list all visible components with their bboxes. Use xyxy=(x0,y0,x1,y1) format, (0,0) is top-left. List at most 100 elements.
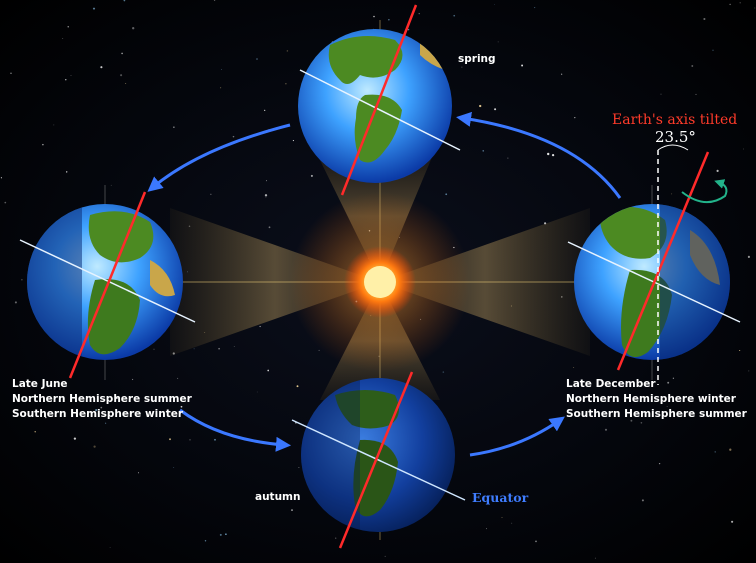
star-dot xyxy=(123,0,126,2)
axis-tilt-degrees: 23.5° xyxy=(655,128,696,146)
star-dot xyxy=(298,466,300,468)
star-dot xyxy=(137,472,140,474)
star-dot xyxy=(703,17,706,21)
star-dot xyxy=(219,533,222,536)
orbit-arrow-icon xyxy=(147,123,291,192)
star-dot xyxy=(535,540,537,543)
star-dot xyxy=(511,522,513,524)
star-dot xyxy=(93,445,96,448)
star-dot xyxy=(189,439,191,441)
star-dot xyxy=(110,184,112,186)
star-dot xyxy=(125,83,127,85)
star-dot xyxy=(21,279,23,281)
star-dot xyxy=(296,385,299,388)
star-dot xyxy=(671,193,673,195)
star-dot xyxy=(310,174,313,177)
star-dot xyxy=(388,19,390,21)
star-dot xyxy=(267,369,270,372)
star-dot xyxy=(501,517,503,518)
star-dot xyxy=(551,153,555,157)
equator-label: Equator xyxy=(472,490,529,505)
star-dot xyxy=(453,14,456,17)
rotation-arrow-icon xyxy=(681,179,728,203)
star-dot xyxy=(461,66,463,68)
star-dot xyxy=(658,462,661,465)
earth-june-icon xyxy=(19,191,196,379)
december-caption: Late December Northern Hemisphere winter… xyxy=(566,377,747,422)
december-caption-line-1: Late December xyxy=(566,378,656,390)
spring-label: spring xyxy=(458,53,496,65)
star-dot xyxy=(445,193,448,196)
star-dot xyxy=(534,7,536,9)
star-dot xyxy=(115,397,118,400)
star-dot xyxy=(739,349,741,352)
star-dot xyxy=(220,87,222,89)
star-dot xyxy=(175,416,177,418)
orbit-arrow-icon xyxy=(179,408,291,452)
star-dot xyxy=(65,79,67,81)
star-dot xyxy=(259,325,261,328)
december-caption-line-2: Northern Hemisphere winter xyxy=(566,393,736,405)
star-dot xyxy=(265,196,267,198)
star-dot xyxy=(285,83,287,85)
star-dot xyxy=(256,391,258,393)
star-dot xyxy=(672,377,675,379)
star-dot xyxy=(104,422,107,424)
star-dot xyxy=(335,537,337,539)
star-dot xyxy=(120,74,123,77)
star-dot xyxy=(213,0,216,1)
star-dot xyxy=(109,547,111,548)
star-dot xyxy=(210,193,212,195)
star-dot xyxy=(712,49,714,51)
june-caption-line-2: Northern Hemisphere summer xyxy=(12,393,192,405)
star-dot xyxy=(743,148,744,150)
orbit-arrow-icon xyxy=(456,111,622,199)
star-dot xyxy=(547,152,550,156)
star-dot xyxy=(169,438,171,441)
star-dot xyxy=(754,7,756,9)
star-dot xyxy=(716,169,719,172)
star-dot xyxy=(482,150,484,152)
star-dot xyxy=(407,28,410,31)
star-dot xyxy=(225,533,227,536)
star-dot xyxy=(132,378,134,381)
star-dot xyxy=(66,171,68,173)
star-dot xyxy=(256,58,258,60)
december-caption-line-3: Southern Hemisphere summer xyxy=(566,408,747,420)
star-dot xyxy=(218,347,220,350)
star-dot xyxy=(266,180,268,182)
star-dot xyxy=(641,499,644,502)
star-dot xyxy=(494,108,497,111)
star-dot xyxy=(691,65,694,67)
star-dot xyxy=(747,255,750,258)
star-dot xyxy=(573,367,575,368)
star-dot xyxy=(0,177,2,179)
star-dot xyxy=(739,2,741,4)
star-dot xyxy=(695,93,697,95)
star-dot xyxy=(173,126,175,128)
star-dot xyxy=(10,72,12,74)
star-dot xyxy=(479,104,482,108)
star-dot xyxy=(521,64,524,67)
star-dot xyxy=(748,370,750,372)
star-dot xyxy=(667,381,670,384)
star-dot xyxy=(4,201,7,204)
star-dot xyxy=(92,7,96,10)
star-dot xyxy=(67,26,69,28)
june-caption-line-1: Late June xyxy=(12,378,68,390)
star-dot xyxy=(507,157,509,159)
star-dot xyxy=(291,509,293,512)
star-dot xyxy=(666,406,668,407)
star-dot xyxy=(204,540,207,542)
june-caption-line-3: Southern Hemisphere winter xyxy=(12,408,184,420)
star-dot xyxy=(173,467,175,469)
star-dot xyxy=(729,448,732,451)
sun-icon xyxy=(290,192,470,372)
autumn-label: autumn xyxy=(255,491,301,503)
star-dot xyxy=(193,348,195,350)
star-dot xyxy=(132,27,135,30)
star-dot xyxy=(42,143,44,146)
star-dot xyxy=(289,444,291,446)
star-dot xyxy=(494,3,496,5)
